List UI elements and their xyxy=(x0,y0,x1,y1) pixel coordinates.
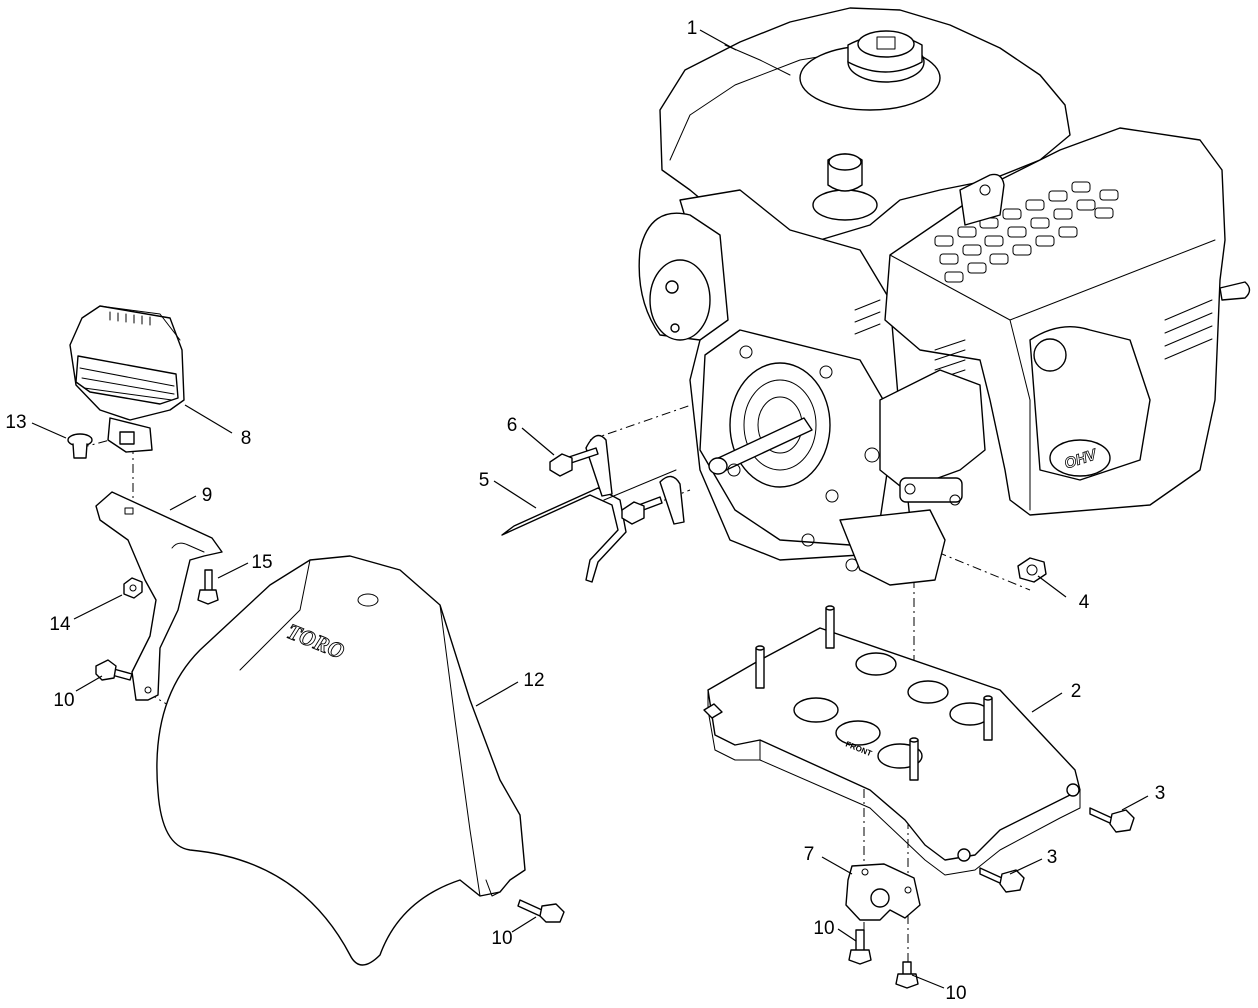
callout-2: 2 xyxy=(1071,681,1082,702)
callout-8: 8 xyxy=(241,428,252,449)
callout-3-upper: 3 xyxy=(1155,783,1166,804)
light-bracket-part-9[interactable] xyxy=(95,491,223,701)
callout-15: 15 xyxy=(251,552,272,573)
leader-lines xyxy=(31,29,1149,989)
callout-1: 1 xyxy=(687,18,698,39)
bolt-part-10-center[interactable] xyxy=(848,929,872,965)
callout-13: 13 xyxy=(5,412,26,433)
shroud-part-12[interactable]: TORO xyxy=(156,555,526,966)
callout-9: 9 xyxy=(202,485,213,506)
bolt-part-6[interactable] xyxy=(549,447,599,477)
callout-4: 4 xyxy=(1079,592,1090,613)
callout-labels: 1 2 3 3 4 5 6 7 8 9 10 10 10 10 12 13 14… xyxy=(5,18,1165,1004)
callout-3-lower: 3 xyxy=(1047,847,1058,868)
callout-7: 7 xyxy=(804,844,815,865)
plug-part-13[interactable] xyxy=(67,433,93,459)
callout-10-right: 10 xyxy=(945,983,966,1004)
callout-5: 5 xyxy=(479,470,490,491)
callout-6: 6 xyxy=(507,415,518,436)
callout-10-shroud: 10 xyxy=(491,928,512,949)
bracket-part-7[interactable] xyxy=(845,863,921,921)
callout-10-center: 10 xyxy=(813,918,834,939)
mounting-plate-part-2[interactable]: FRONT xyxy=(703,605,1081,876)
nut-part-14[interactable] xyxy=(123,577,143,599)
intake-grid xyxy=(934,181,1119,283)
bolt-part-3-upper[interactable] xyxy=(1089,807,1135,833)
callout-14: 14 xyxy=(49,614,71,635)
bolt-part-15[interactable] xyxy=(197,569,219,605)
plate-studs xyxy=(755,605,993,781)
headlight-part-8[interactable] xyxy=(69,305,185,453)
engine-part-1[interactable]: OHV xyxy=(638,7,1251,586)
bolt-part-10-right[interactable] xyxy=(895,961,919,989)
bolt-part-3-lower[interactable] xyxy=(979,867,1025,893)
callout-12: 12 xyxy=(523,670,544,691)
bolt-part-10-shroud[interactable] xyxy=(517,899,565,923)
nut-part-4[interactable] xyxy=(1017,557,1047,583)
bolt-part-10-left[interactable] xyxy=(95,659,133,681)
callout-10-left: 10 xyxy=(53,690,74,711)
bracket-part-5[interactable] xyxy=(501,434,685,583)
bolt-part-6-second[interactable] xyxy=(621,496,663,525)
